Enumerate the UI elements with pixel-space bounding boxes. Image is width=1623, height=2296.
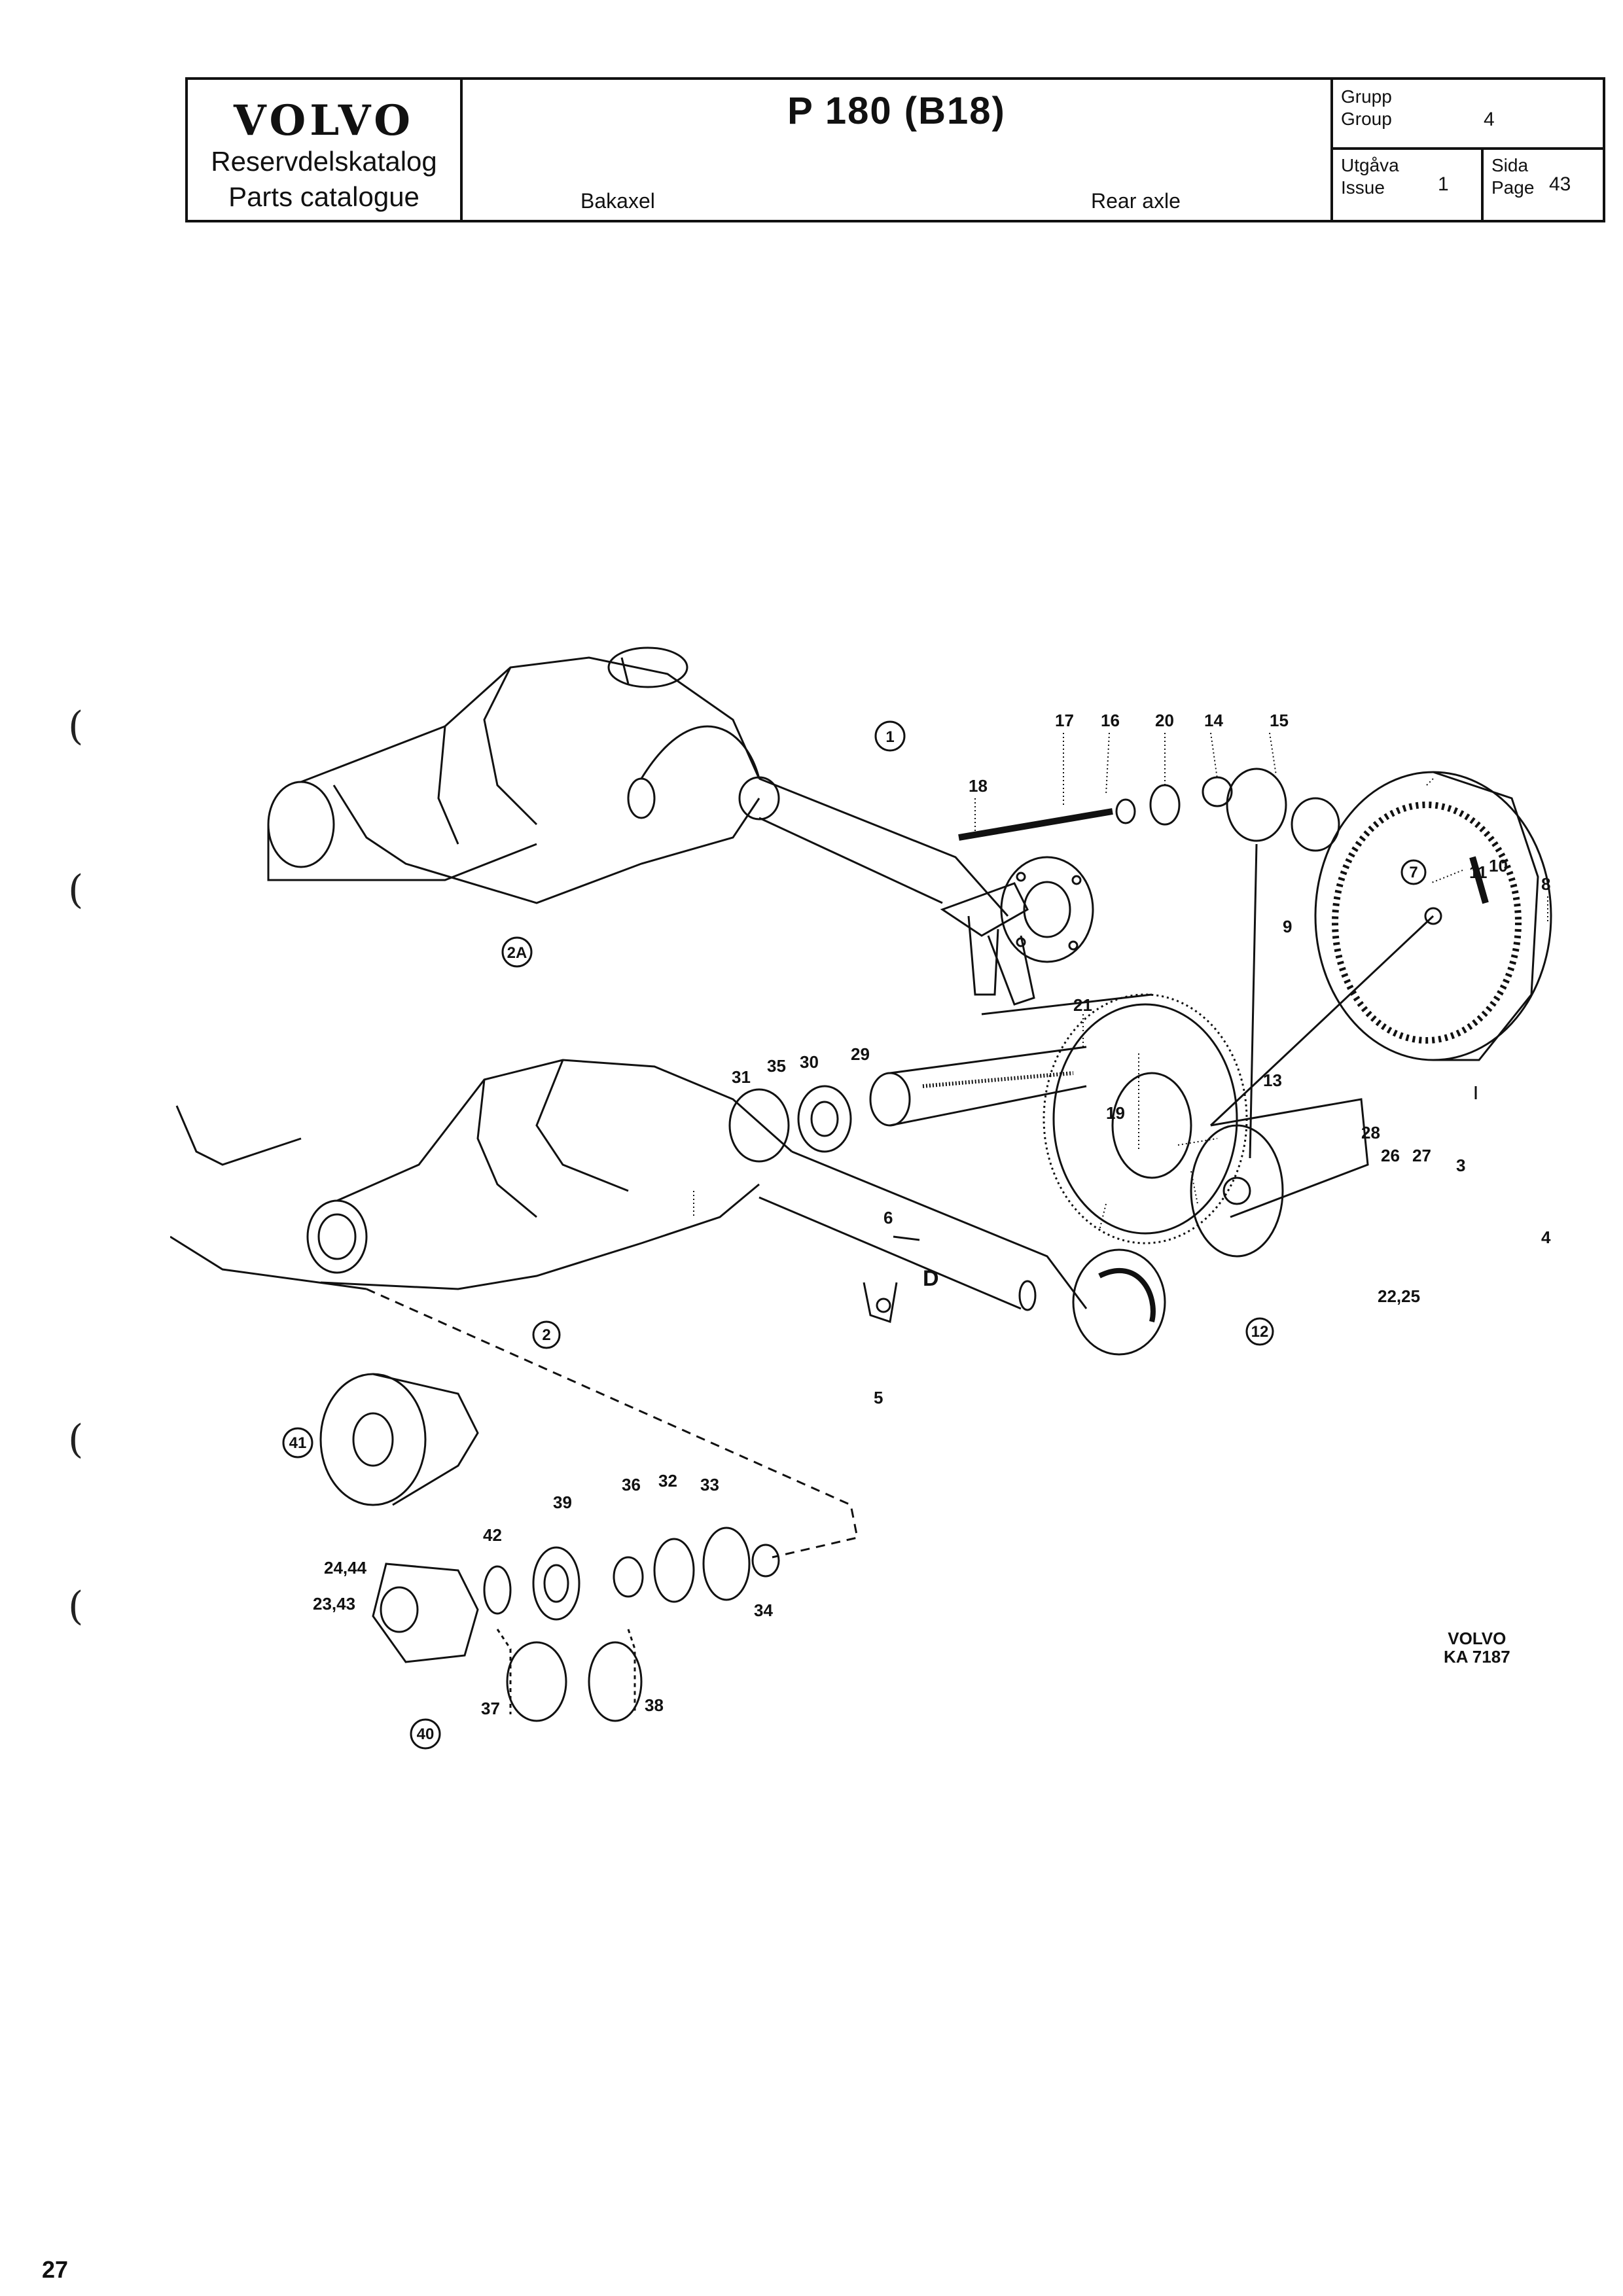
flange-drawing <box>372 1527 780 1722</box>
callout-40: 40 <box>417 1725 435 1743</box>
callout-31: 31 <box>732 1067 751 1087</box>
callout-17: 17 <box>1055 711 1074 730</box>
issue-label-en: Issue <box>1341 177 1385 198</box>
group-label-sv: Grupp <box>1341 86 1392 107</box>
callout-6: 6 <box>883 1208 893 1227</box>
binding-mark: ( <box>68 1417 84 1462</box>
callout-2: 2 <box>542 1326 550 1344</box>
callout-26: 26 <box>1381 1146 1400 1165</box>
callout-42: 42 <box>483 1525 502 1545</box>
group-label-en: Group <box>1341 109 1392 129</box>
section-title-en: Rear axle <box>1091 189 1181 213</box>
brand-cell: VOLVO Reservdelskatalog Parts catalogue <box>188 80 463 220</box>
axle-housing-2-drawing <box>170 1059 1166 1356</box>
callout-27: 27 <box>1412 1146 1431 1165</box>
marker-d: D <box>923 1266 939 1291</box>
callout-8: 8 <box>1541 874 1550 894</box>
callout-32: 32 <box>658 1471 677 1491</box>
issue-box: Utgåva Issue 1 <box>1333 150 1484 220</box>
yoke-drawing <box>319 1373 479 1506</box>
callout-34: 34 <box>754 1600 773 1620</box>
figure-code-number: KA 7187 <box>1444 1647 1510 1667</box>
callout-10: 10 <box>1489 856 1508 875</box>
callout-20: 20 <box>1155 711 1174 730</box>
callout-33: 33 <box>700 1475 719 1494</box>
callout-18: 18 <box>969 776 988 796</box>
model-title: P 180 (B18) <box>787 90 1006 132</box>
catalog-header: VOLVO Reservdelskatalog Parts catalogue … <box>185 77 1605 222</box>
meta-cell: Grupp Group 4 Utgåva Issue 1 Sida Page 4… <box>1333 80 1603 220</box>
ring-gear-carrier-drawing <box>981 915 1435 1258</box>
page-value: 43 <box>1549 173 1571 195</box>
callout-16: 16 <box>1101 711 1120 730</box>
callout-14: 14 <box>1204 711 1223 730</box>
callout-7: 7 <box>1409 864 1418 881</box>
binding-mark: ( <box>68 867 84 913</box>
callout-2a: 2A <box>507 944 527 962</box>
callout-23-43: 23,43 <box>313 1594 355 1614</box>
page-box: Sida Page 43 <box>1484 150 1603 220</box>
issue-page-row: Utgåva Issue 1 Sida Page 43 <box>1333 150 1603 220</box>
callout-4: 4 <box>1541 1227 1551 1247</box>
callout-15: 15 <box>1270 711 1289 730</box>
page-number: 27 <box>42 2256 69 2283</box>
callout-41: 41 <box>289 1434 307 1452</box>
callout-12: 12 <box>1251 1323 1269 1341</box>
callout-37: 37 <box>481 1699 500 1718</box>
callout-39: 39 <box>553 1492 572 1512</box>
figure-code-brand: VOLVO <box>1448 1629 1507 1648</box>
figure-code: VOLVO KA 7187 <box>1444 1629 1510 1666</box>
callout-13: 13 <box>1263 1070 1282 1090</box>
binding-mark: ( <box>68 703 84 749</box>
callout-11: 11 <box>1469 862 1488 882</box>
differential-cover-drawing <box>1314 771 1552 1099</box>
callout-29: 29 <box>851 1044 870 1064</box>
callout-19: 19 <box>1106 1103 1125 1123</box>
callout-21: 21 <box>1073 995 1092 1015</box>
catalog-title-en: Parts catalogue <box>228 181 419 212</box>
group-box: Grupp Group 4 <box>1333 80 1603 150</box>
issue-value: 1 <box>1438 173 1449 195</box>
axle-housing-2a-drawing <box>267 646 1094 1006</box>
callout-22-25: 22,25 <box>1378 1286 1420 1306</box>
group-value: 4 <box>1484 109 1495 130</box>
model-cell: P 180 (B18) Bakaxel Rear axle <box>463 80 1333 220</box>
page-label-sv: Sida <box>1491 155 1529 175</box>
issue-label-sv: Utgåva <box>1341 155 1399 175</box>
callout-24-44: 24,44 <box>324 1558 367 1578</box>
callout-38: 38 <box>645 1695 664 1715</box>
callout-28: 28 <box>1361 1123 1380 1142</box>
pinion-drawing <box>728 1046 1087 1163</box>
catalog-title-sv: Reservdelskatalog <box>211 146 437 177</box>
spider-gears-drawing <box>958 768 1340 1159</box>
callout-9: 9 <box>1283 917 1292 936</box>
callout-36: 36 <box>622 1475 641 1494</box>
callout-1: 1 <box>885 728 894 746</box>
callout-5: 5 <box>874 1388 883 1407</box>
rear-axle-exploded-diagram: 17 16 20 14 15 18 11 10 8 9 21 19 13 28 … <box>170 646 1552 1750</box>
callout-30: 30 <box>800 1052 819 1072</box>
brand-logo: VOLVO <box>234 96 414 145</box>
page-label-en: Page <box>1491 177 1535 198</box>
binding-mark: ( <box>68 1583 84 1629</box>
callout-35: 35 <box>767 1056 786 1076</box>
assembly-dash-line <box>366 1288 859 1559</box>
callout-3: 3 <box>1456 1156 1465 1175</box>
section-title-sv: Bakaxel <box>580 189 655 213</box>
